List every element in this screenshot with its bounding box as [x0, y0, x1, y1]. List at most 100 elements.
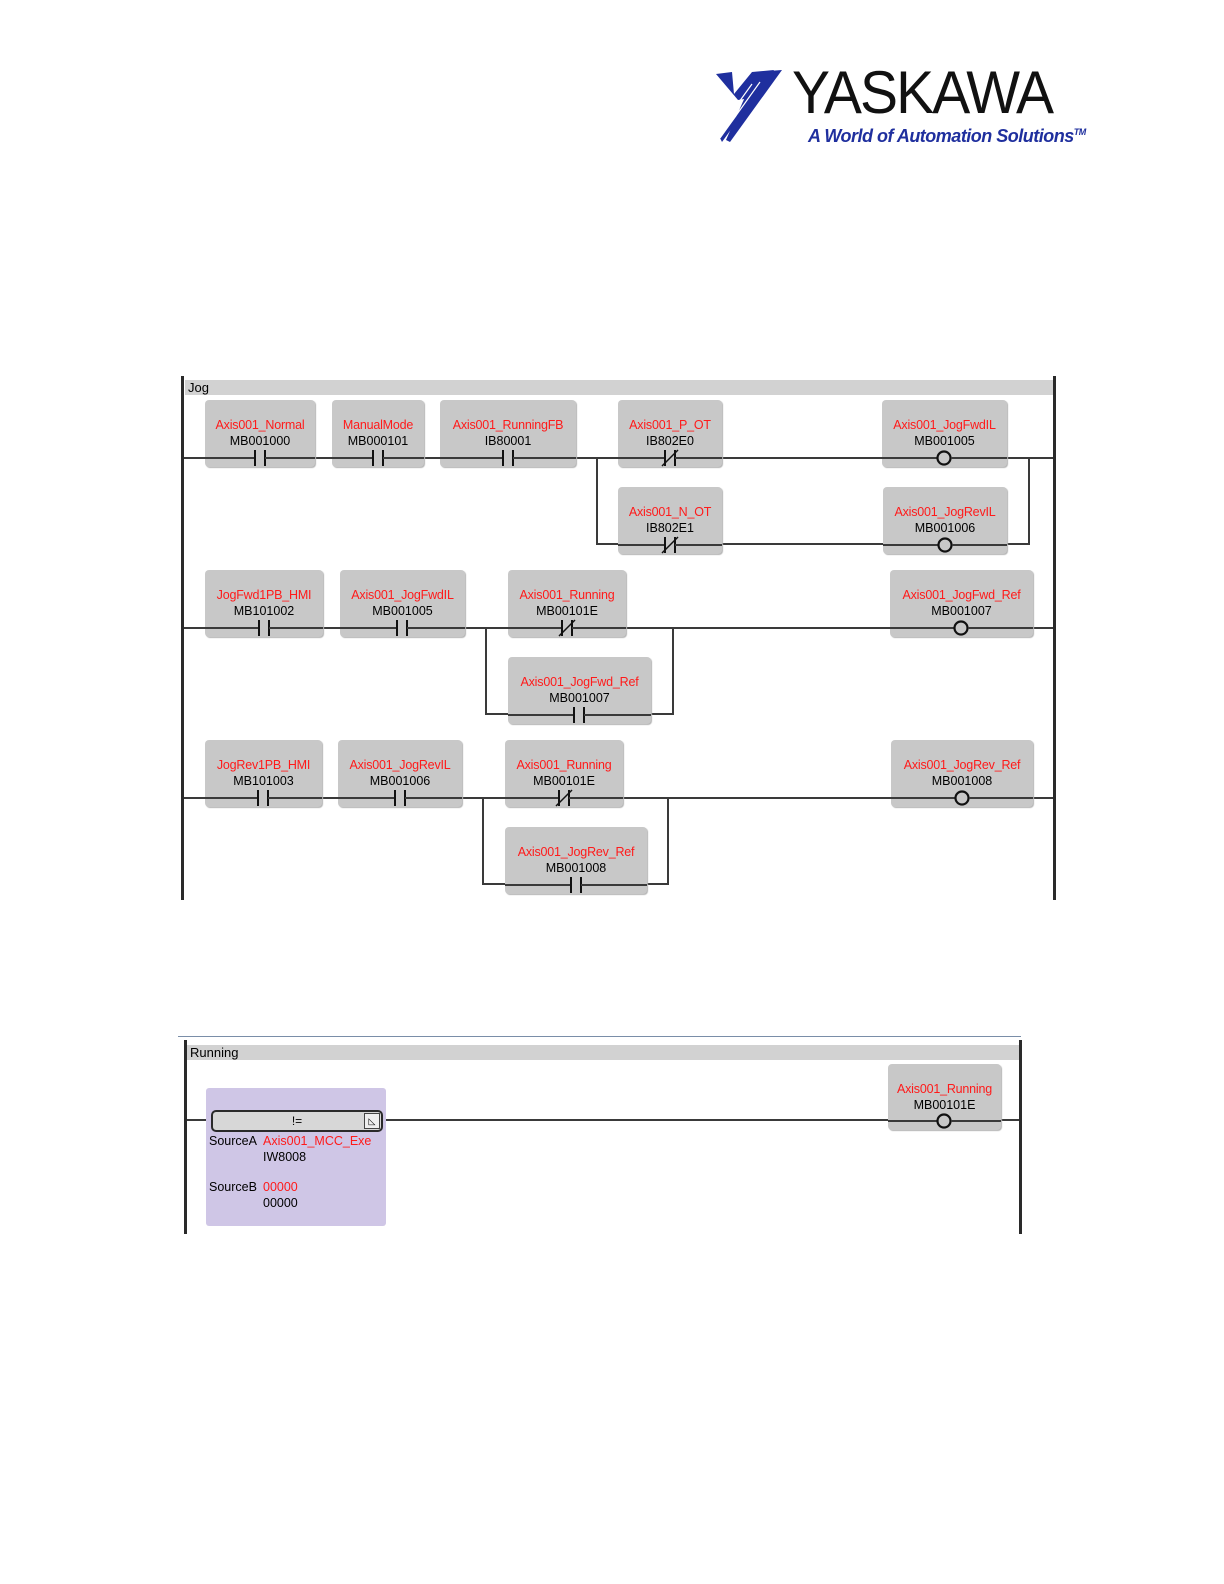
operator-text: !=: [291, 1114, 303, 1128]
tag-name: JogFwd1PB_HMI: [216, 588, 312, 602]
tag-name: Axis001_N_OT: [628, 505, 712, 519]
contact-axis001-p-ot[interactable]: Axis001_P_OT IB802E0: [618, 400, 722, 467]
tag-name: Axis001_JogFwdIL: [351, 588, 454, 602]
coil-axis001-jogrev-ref[interactable]: Axis001_JogRev_Ref MB001008: [891, 740, 1033, 807]
coil-axis001-jogfwd-ref[interactable]: Axis001_JogFwd_Ref MB001007: [890, 570, 1033, 637]
brand-tagline: A World of Automation SolutionsTM: [808, 126, 1086, 147]
wire: [1028, 457, 1030, 545]
tagline-text: A World of Automation Solutions: [808, 126, 1074, 146]
coil-axis001-jogfwdil[interactable]: Axis001_JogFwdIL MB001005: [882, 400, 1007, 467]
brand-name: YASKAWA: [792, 59, 1054, 126]
contact-axis001-running[interactable]: Axis001_Running MB00101E: [505, 740, 623, 807]
contact-axis001-running[interactable]: Axis001_Running MB00101E: [508, 570, 626, 637]
coil-axis001-running[interactable]: Axis001_Running MB00101E: [888, 1064, 1001, 1130]
coil-icon: [890, 620, 1033, 636]
tag-name: Axis001_Running: [519, 588, 615, 602]
contact-axis001-runningfb[interactable]: Axis001_RunningFB IB80001: [440, 400, 576, 467]
block-expand-icon[interactable]: ◺: [364, 1113, 380, 1129]
tag-address: MB00101E: [533, 774, 595, 788]
source-a-label: SourceA: [209, 1134, 257, 1148]
left-power-rail: [184, 1040, 187, 1234]
source-b-address: 00000: [263, 1196, 298, 1210]
tag-address: MB00101E: [913, 1098, 976, 1112]
contact-jogfwd1pb-hmi[interactable]: JogFwd1PB_HMI MB101002: [205, 570, 323, 637]
rung-top-border: [178, 1036, 1021, 1037]
tag-address: IB802E0: [646, 434, 694, 448]
yaskawa-swoosh-icon: [715, 70, 782, 142]
coil-icon: [883, 537, 1007, 553]
nc-contact-icon: [505, 789, 623, 807]
coil-axis001-jogrevil[interactable]: Axis001_JogRevIL MB001006: [883, 487, 1007, 554]
contact-axis001-n-ot[interactable]: Axis001_N_OT IB802E1: [618, 487, 722, 554]
compare-not-equal-block[interactable]: != ◺ SourceA Axis001_MCC_Exe IW8008 Sour…: [206, 1088, 386, 1226]
tag-address: MB001006: [914, 521, 976, 535]
wire: [482, 797, 484, 885]
contact-axis001-jogfwdil[interactable]: Axis001_JogFwdIL MB001005: [340, 570, 465, 637]
rung-title-running: Running: [187, 1045, 1022, 1060]
no-contact-icon: [205, 620, 323, 636]
rung-title-jog: Jog: [185, 380, 1054, 395]
trademark: TM: [1073, 127, 1087, 137]
tag-name: Axis001_JogRevIL: [894, 505, 996, 519]
nc-contact-icon: [618, 449, 722, 467]
source-b-name: 00000: [263, 1180, 298, 1194]
tag-address: IB802E1: [646, 521, 694, 535]
tag-address: MB001008: [931, 774, 993, 788]
tag-name: Axis001_Normal: [215, 418, 305, 432]
nc-contact-icon: [508, 619, 626, 637]
no-contact-icon: [338, 790, 462, 806]
tag-name: Axis001_P_OT: [629, 418, 711, 432]
tag-address: MB001006: [369, 774, 431, 788]
tag-address: IB80001: [484, 434, 532, 448]
nc-contact-icon: [618, 536, 722, 554]
left-power-rail: [181, 376, 184, 900]
contact-axis001-jogrev-ref[interactable]: Axis001_JogRev_Ref MB001008: [505, 827, 647, 894]
right-power-rail: [1019, 1040, 1022, 1234]
tag-address: MB101003: [233, 774, 294, 788]
right-power-rail: [1053, 376, 1056, 900]
tag-name: Axis001_JogFwd_Ref: [520, 675, 639, 689]
tag-name: Axis001_JogFwdIL: [893, 418, 996, 432]
wire: [596, 543, 1030, 545]
wire: [672, 627, 674, 715]
tag-name: Axis001_RunningFB: [452, 418, 564, 432]
tag-name: Axis001_Running: [516, 758, 612, 772]
no-contact-icon: [340, 620, 465, 636]
no-contact-icon: [508, 707, 651, 723]
yaskawa-logo: YASKAWA A World of Automation SolutionsT…: [712, 59, 1086, 148]
tag-name: Axis001_JogRev_Ref: [903, 758, 1021, 772]
contact-jogrev1pb-hmi[interactable]: JogRev1PB_HMI MB101003: [205, 740, 322, 807]
no-contact-icon: [440, 450, 576, 466]
compare-operator: != ◺: [211, 1110, 383, 1132]
tag-address: MB001008: [545, 861, 607, 875]
tag-address: MB101002: [233, 604, 295, 618]
source-a-name: Axis001_MCC_Exe: [263, 1134, 372, 1148]
contact-axis001-normal[interactable]: Axis001_Normal MB001000: [205, 400, 315, 467]
wire: [187, 1119, 1019, 1121]
no-contact-icon: [332, 450, 424, 466]
no-contact-icon: [505, 877, 647, 893]
tag-address: MB001005: [914, 434, 975, 448]
tag-name: Axis001_JogFwd_Ref: [902, 588, 1021, 602]
no-contact-icon: [205, 450, 315, 466]
tag-name: ManualMode: [342, 418, 414, 432]
tag-address: MB000101: [347, 434, 409, 448]
coil-icon: [882, 450, 1007, 466]
tag-address: MB00101E: [536, 604, 598, 618]
source-a-address: IW8008: [263, 1150, 307, 1164]
wire: [667, 797, 669, 885]
coil-icon: [891, 790, 1033, 806]
contact-axis001-jogfwd-ref[interactable]: Axis001_JogFwd_Ref MB001007: [508, 657, 651, 724]
tag-address: MB001007: [549, 691, 610, 705]
contact-manualmode[interactable]: ManualMode MB000101: [332, 400, 424, 467]
tag-name: Axis001_JogRevIL: [349, 758, 451, 772]
tag-address: MB001007: [931, 604, 992, 618]
tag-name: Axis001_JogRev_Ref: [517, 845, 635, 859]
coil-icon: [888, 1113, 1001, 1129]
source-b-label: SourceB: [209, 1180, 257, 1194]
tag-name: JogRev1PB_HMI: [216, 758, 311, 772]
tag-address: MB001000: [229, 434, 291, 448]
wire: [596, 457, 598, 545]
tag-name: Axis001_Running: [897, 1082, 992, 1096]
contact-axis001-jogrevil[interactable]: Axis001_JogRevIL MB001006: [338, 740, 462, 807]
